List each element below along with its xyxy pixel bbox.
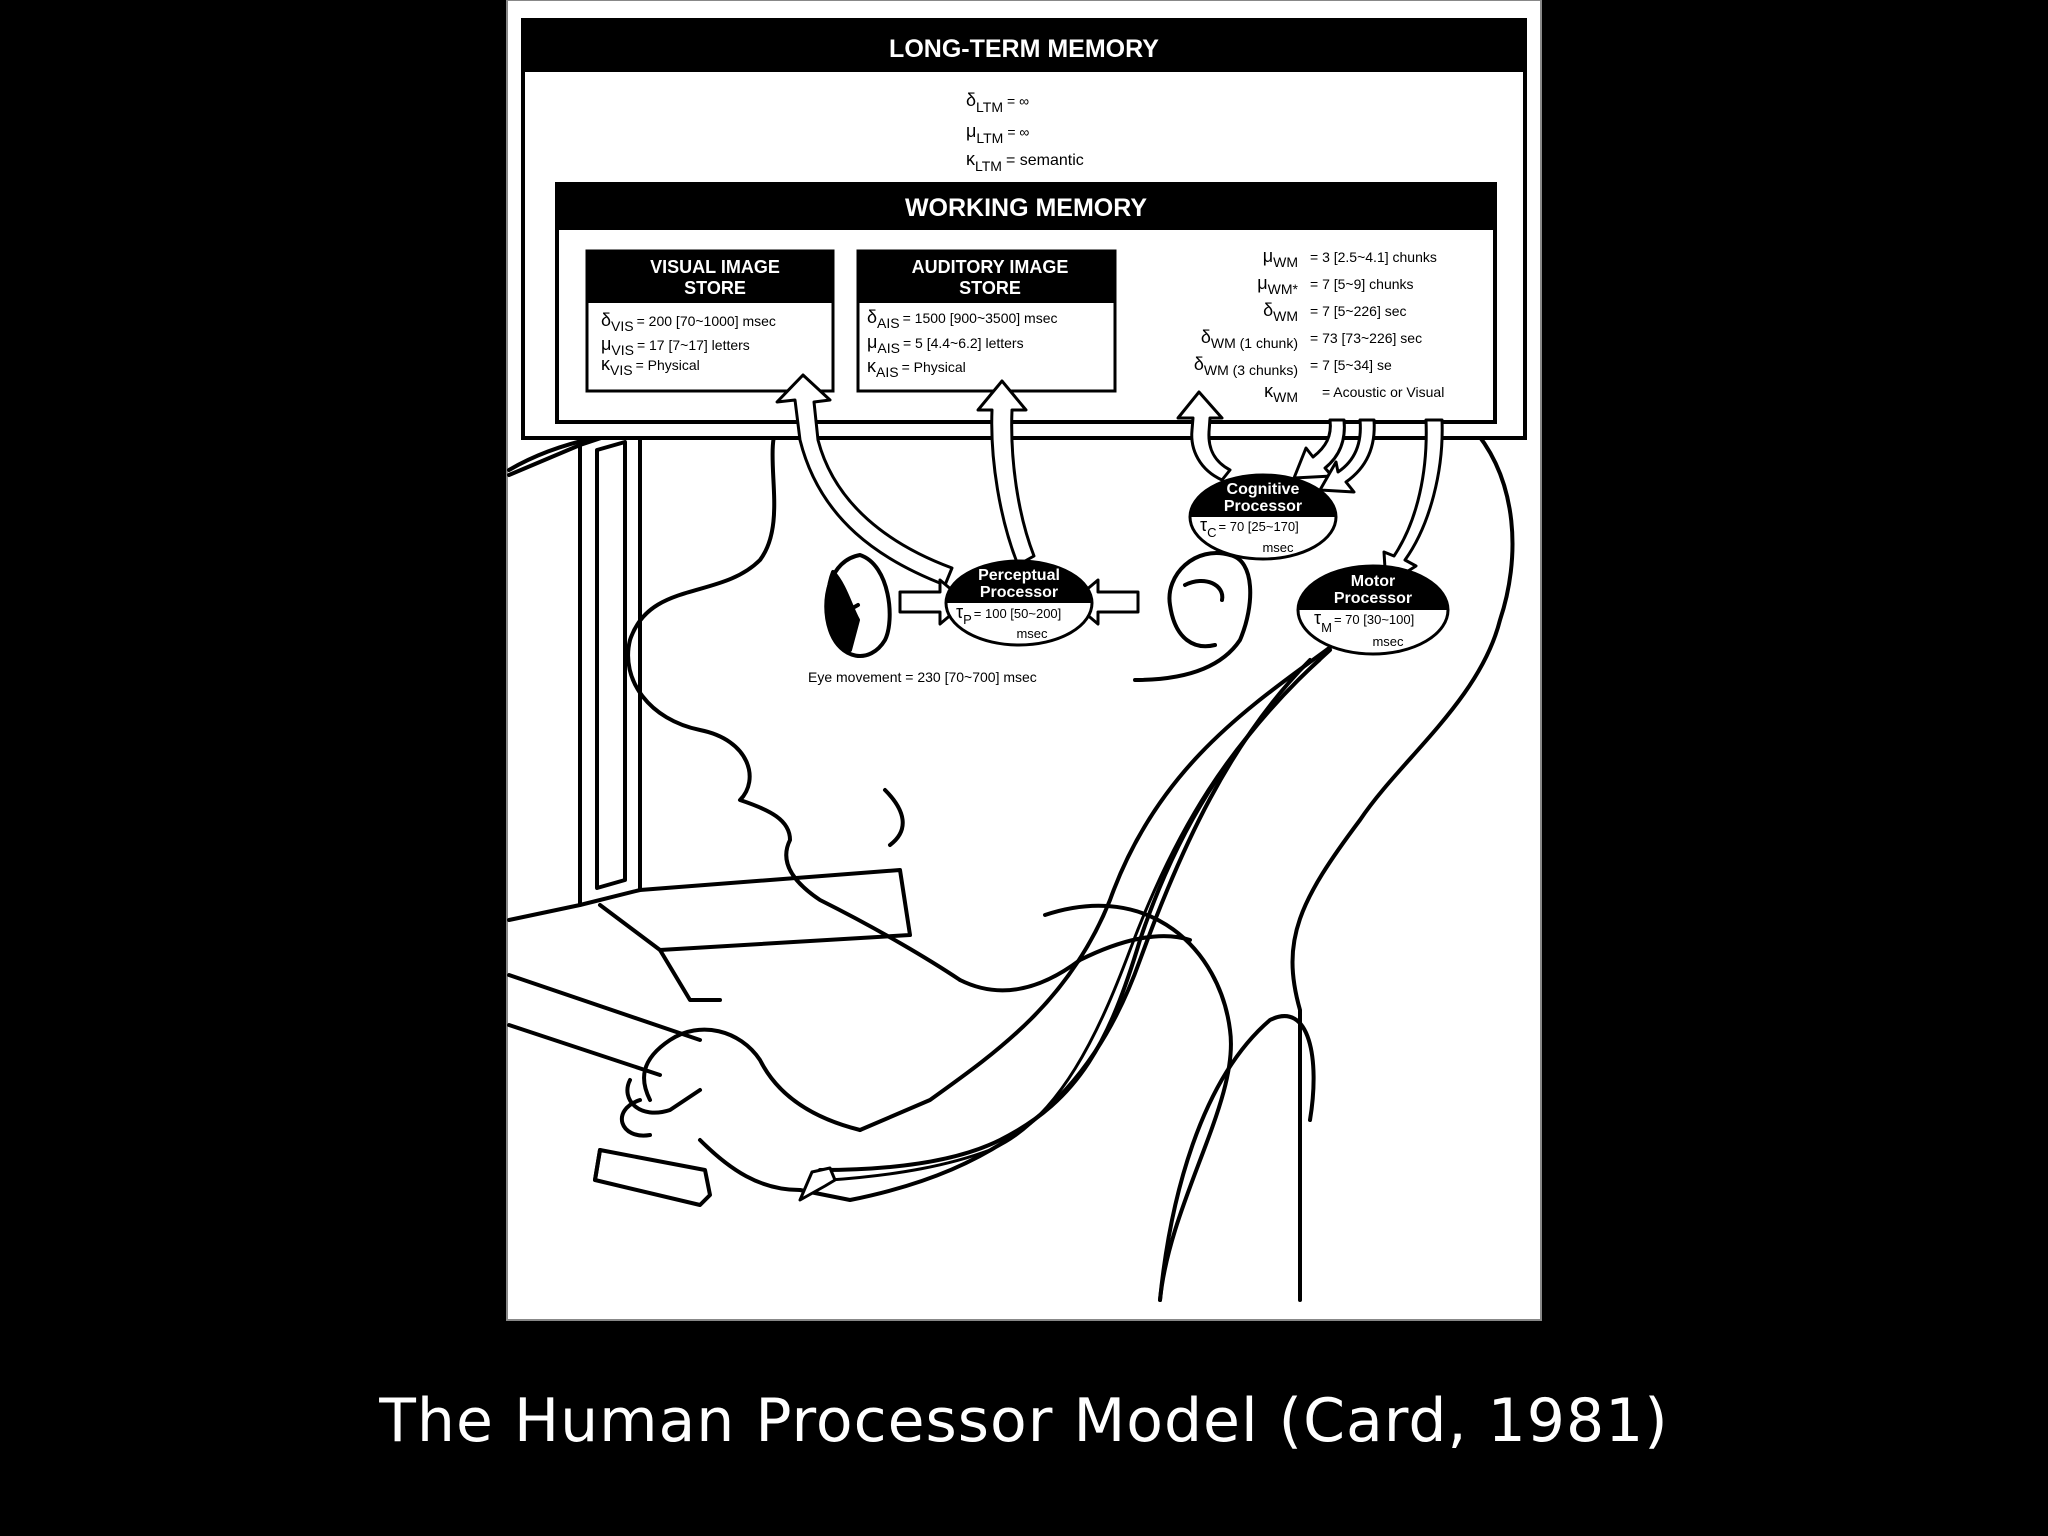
svg-text:δWM (3 chunks): δWM (3 chunks) [1194,354,1298,378]
svg-text:μVIS= 17 [7~17] letters: μVIS= 17 [7~17] letters [601,334,750,358]
arrow-wm-to-cognitive-down [1292,418,1346,480]
svg-text:τM= 70 [30~100]: τM= 70 [30~100] [1314,608,1414,635]
eye-illustration [824,553,892,658]
arrow-to-visual-store [775,373,954,587]
svg-text:τP= 100 [50~200]: τP= 100 [50~200] [956,602,1061,627]
slide-caption: The Human Processor Model (Card, 1981) [379,1386,1669,1456]
svg-text:Processor: Processor [1224,498,1302,515]
motor-pathway-inner [828,658,1322,1182]
motor-processor: Motor Processor τM= 70 [30~100] msec [1296,564,1450,656]
cognitive-processor: Cognitive Processor τC= 70 [25~170] msec [1188,473,1338,561]
visual-image-store-box: VISUAL IMAGE STORE δVIS= 200 [70~1000] m… [585,249,835,393]
chair-back [1158,1014,1316,1302]
svg-text:= 7 [5~34] se: = 7 [5~34] se [1310,357,1392,373]
svg-text:δWM (1 chunk): δWM (1 chunk) [1201,327,1298,351]
svg-text:κLTM= semantic: κLTM= semantic [966,149,1084,174]
svg-text:δWM: δWM [1263,300,1298,324]
perceptual-processor: Perceptual Processor τP= 100 [50~200] ms… [944,559,1094,647]
svg-text:AUDITORY IMAGE: AUDITORY IMAGE [912,257,1069,277]
svg-text:κVIS= Physical: κVIS= Physical [601,354,700,378]
svg-text:μWM*: μWM* [1257,273,1298,297]
svg-text:= 7 [5~226] sec: = 7 [5~226] sec [1310,303,1407,319]
arm-upper [858,638,1342,1132]
hand-on-mouse [593,1027,862,1207]
svg-text:Motor: Motor [1351,573,1395,590]
svg-text:κAIS= Physical: κAIS= Physical [867,356,966,380]
arrow-wm-to-cognitive-up [1176,390,1232,482]
svg-text:κWM: κWM [1264,381,1298,405]
svg-text:Processor: Processor [980,584,1058,601]
svg-text:= 7 [5~9] chunks: = 7 [5~9] chunks [1310,276,1414,292]
svg-text:τC= 70 [25~170]: τC= 70 [25~170] [1200,515,1299,540]
svg-text:STORE: STORE [684,278,746,298]
svg-text:μLTM= ∞: μLTM= ∞ [966,121,1029,146]
svg-text:msec: msec [1262,540,1294,555]
lip-line [883,788,905,847]
svg-text:= 3 [2.5~4.1] chunks: = 3 [2.5~4.1] chunks [1310,249,1437,265]
svg-text:msec: msec [1372,634,1404,649]
arrow-to-auditory-store [976,379,1036,567]
svg-text:μAIS= 5 [4.4~6.2] letters: μAIS= 5 [4.4~6.2] letters [867,332,1024,356]
svg-text:= 73 [73~226] sec: = 73 [73~226] sec [1310,330,1422,346]
svg-text:Perceptual: Perceptual [978,567,1060,584]
arrow-wm-to-cognitive-right [1318,418,1376,494]
svg-text:msec: msec [1016,626,1048,641]
ltm-params: δLTM= ∞ μLTM= ∞ κLTM= semantic [966,90,1084,174]
svg-text:Cognitive: Cognitive [1227,481,1300,498]
svg-text:STORE: STORE [959,278,1021,298]
face-profile [626,418,962,982]
ear-illustration [1133,551,1253,682]
arrow-motor-to-hand [798,1166,837,1202]
auditory-image-store-box: AUDITORY IMAGE STORE δAIS= 1500 [900~350… [856,249,1117,393]
svg-text:μWM: μWM [1263,246,1298,270]
svg-text:VISUAL IMAGE: VISUAL IMAGE [650,257,780,277]
svg-text:= Acoustic or Visual: = Acoustic or Visual [1322,384,1444,400]
svg-text:Processor: Processor [1334,590,1412,607]
svg-text:δLTM= ∞: δLTM= ∞ [966,90,1029,115]
ltm-title: LONG-TERM MEMORY [889,35,1159,63]
shoulder [1043,903,1233,1302]
eye-movement-label: Eye movement = 230 [70~700] msec [808,669,1037,685]
svg-text:δVIS= 200 [70~1000] msec: δVIS= 200 [70~1000] msec [601,310,776,334]
svg-text:δAIS= 1500 [900~3500] msec: δAIS= 1500 [900~3500] msec [867,307,1058,331]
wm-title: WORKING MEMORY [905,194,1147,222]
wm-params: μWM = 3 [2.5~4.1] chunks μWM* = 7 [5~9] … [1194,246,1444,405]
